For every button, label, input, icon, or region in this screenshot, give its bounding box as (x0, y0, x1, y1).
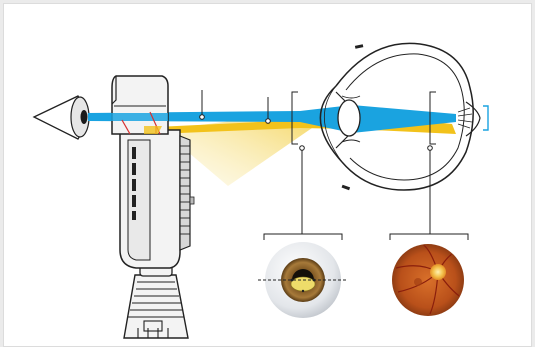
focus-dial (180, 136, 190, 250)
optic-nerve-fibres (458, 108, 472, 128)
anterior-view-bracket (264, 234, 342, 240)
viewing-beam-callout-dot (200, 115, 205, 120)
instrument-head (112, 76, 168, 134)
observer-eye (34, 96, 89, 139)
side-panel (128, 140, 150, 260)
anterior-callout-dot (300, 146, 305, 151)
lens (338, 100, 360, 136)
illuminated-patch (291, 277, 315, 291)
handle (124, 275, 188, 338)
fundus-spot-bracket (483, 106, 488, 130)
illumination-beam-callout-dot (266, 119, 271, 124)
muscle-marker-bottom (342, 185, 351, 191)
optic-disc (430, 264, 446, 280)
viewing-beam-in-head (88, 113, 168, 121)
anterior-segment-view (258, 242, 348, 318)
fundus-view (392, 244, 464, 316)
dial-knob (190, 197, 194, 204)
fundus-callout-dot (428, 146, 433, 151)
observer-pupil (81, 110, 88, 124)
muscle-marker-top (355, 44, 363, 49)
fundus-view-bracket (390, 234, 468, 240)
macula (414, 278, 422, 286)
